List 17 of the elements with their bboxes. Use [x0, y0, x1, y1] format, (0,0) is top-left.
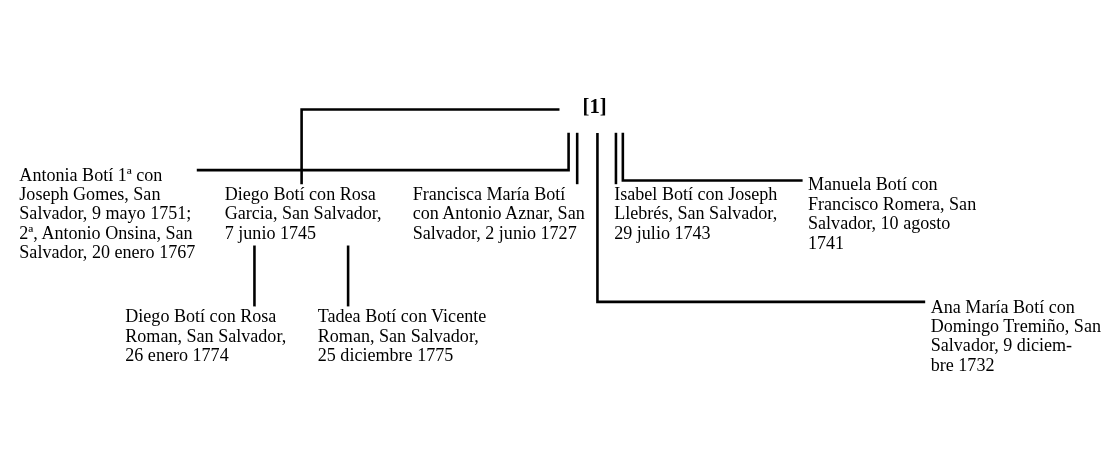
node-text: [1] [582, 95, 607, 118]
node-text: Diego Botí con Rosa Roman, San Salvador, 26 enero 1774 [125, 306, 287, 365]
node-text: Isabel Botí con Joseph Llebrés, San Salvador, 29 julio 1743 [614, 184, 778, 243]
node-text: Ana María Botí con Domingo Tremiño, San Salvador, 9 diciem- bre 1732 [930, 296, 1101, 375]
connector [253, 245, 256, 307]
node-text: Diego Botí con Rosa Garcia, San Salvador, 7 junio 1745 [224, 184, 382, 243]
connector [614, 132, 618, 185]
node-text: Antonia Botí 1ª con Joseph Gomes, San Salvador, 9 mayo 1751; 2ª, Antonio Onsina, San Salvador, 20 enero 1767 [19, 164, 196, 263]
node-text: Francisca María Botí con Antonio Aznar, San Salvador, 2 junio 1727 [412, 184, 585, 243]
connector [196, 132, 570, 172]
connector [346, 245, 350, 307]
node-text: Manuela Botí con Francisco Romera, San Salvador, 10 agosto 1741 [808, 174, 977, 253]
connector [575, 132, 579, 185]
node-text: Tadea Botí con Vicente Roman, San Salvador, 25 diciembre 1775 [317, 306, 487, 365]
connector [300, 108, 560, 185]
connector [596, 133, 926, 304]
connector [621, 132, 803, 182]
